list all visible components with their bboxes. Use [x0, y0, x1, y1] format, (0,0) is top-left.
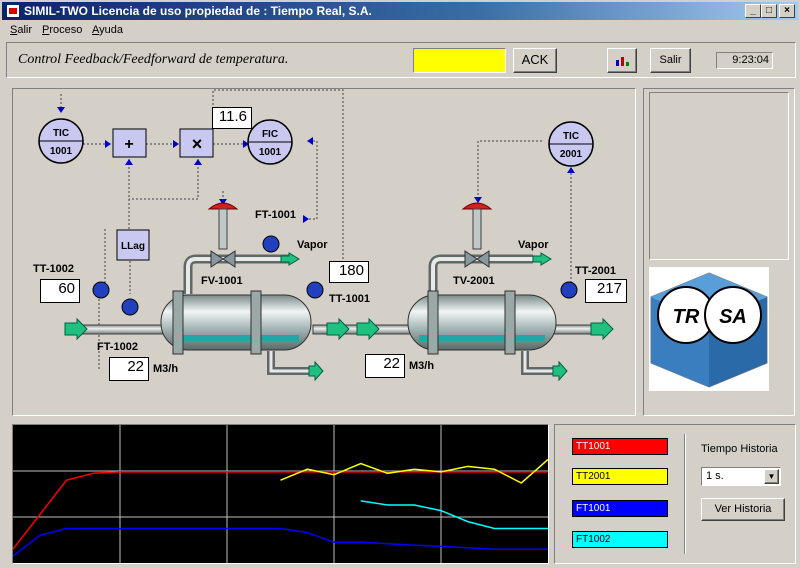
sensor-tt1001[interactable]: [306, 281, 324, 299]
ver-historia-button[interactable]: Ver Historia: [701, 498, 785, 521]
page-title: Control Feedback/Feedforward de temperat…: [18, 52, 289, 67]
salir-button[interactable]: Salir: [650, 48, 691, 73]
legend-panel: [554, 424, 796, 564]
tt1001-label: TT-1001: [329, 293, 370, 305]
ft1002-value: 22: [109, 357, 149, 381]
tt1002-label: TT-1002: [33, 263, 74, 275]
tic-2001-bottom: 2001: [560, 149, 583, 160]
tv2001-label: TV-2001: [453, 275, 495, 287]
vapor-label-2: Vapor: [518, 239, 549, 251]
sensor-ft1001[interactable]: [262, 235, 280, 253]
legend-item-tt2001[interactable]: TT2001: [572, 468, 668, 485]
app-icon[interactable]: [6, 4, 20, 18]
svg-text:×: ×: [192, 134, 203, 154]
outlet-arrow: [590, 317, 614, 341]
tt1001-value: 180: [329, 261, 369, 283]
menu-bar: Salir Proceso Ayuda: [2, 21, 798, 39]
series-tt2001: [280, 458, 548, 484]
title-bar[interactable]: SIMIL-TWO Licencia de uso propiedad de :…: [2, 2, 798, 20]
series-tt1001: [13, 471, 548, 550]
heat-exchanger-2: [407, 290, 557, 355]
ft1002-unit: M3/h: [153, 363, 179, 375]
window-title: SIMIL-TWO Licencia de uso propiedad de :…: [24, 4, 372, 18]
logo-left: TR: [673, 306, 700, 328]
trend-chart: [12, 424, 549, 564]
logo-svg: TR SA: [650, 272, 768, 388]
tic-1001-bottom: 1001: [50, 146, 73, 157]
legend-item-ft1002[interactable]: FT1002: [572, 531, 668, 548]
fic-1001-controller[interactable]: FIC 1001: [247, 119, 293, 165]
history-select-value: 1 s.: [706, 470, 724, 482]
heat-exchanger-1: [160, 290, 312, 355]
legend-item-ft1001[interactable]: FT1001: [572, 500, 668, 517]
trend-svg: [13, 425, 548, 563]
logo-right: SA: [719, 306, 747, 328]
llag-block: LLag: [116, 229, 150, 261]
chevron-down-icon[interactable]: ▼: [764, 469, 779, 484]
svg-text:LLag: LLag: [121, 241, 145, 252]
multiplier-value: 11.6: [212, 107, 252, 129]
ft1002-label: FT-1002: [97, 341, 138, 353]
sensor-tt2001[interactable]: [560, 281, 578, 299]
close-icon[interactable]: ×: [779, 4, 795, 18]
inlet-arrow: [64, 317, 88, 341]
multiply-block: ×: [179, 128, 214, 158]
flow2-value: 22: [365, 354, 405, 378]
menu-salir[interactable]: Salir: [10, 24, 33, 36]
process-diagram: TIC 1001 FIC 1001 TIC 2001 +: [12, 88, 636, 416]
maximize-icon[interactable]: □: [761, 4, 777, 18]
tt1002-value: 60: [40, 279, 80, 303]
menu-proceso[interactable]: Proceso: [42, 24, 83, 36]
tic-1001-controller[interactable]: TIC 1001: [38, 118, 84, 164]
valve-tv-2001[interactable]: [461, 202, 493, 268]
sensor-tt1002[interactable]: [92, 281, 110, 299]
info-panel: [649, 92, 789, 260]
clock-display: 9:23:04: [716, 52, 773, 69]
tt2001-value: 217: [585, 279, 627, 303]
chart-icon: [614, 54, 630, 66]
valve-fv-1001[interactable]: [207, 202, 239, 268]
series-ft1002: [360, 500, 548, 530]
svg-text:+: +: [124, 136, 133, 153]
fv1001-label: FV-1001: [201, 275, 243, 287]
process-svg: TIC 1001 FIC 1001 TIC 2001 +: [38, 89, 614, 382]
chart-button[interactable]: [607, 48, 637, 73]
fic-1001-bottom: 1001: [259, 147, 282, 158]
flow2-unit: M3/h: [409, 360, 435, 372]
series-ft1001: [13, 527, 548, 557]
alarm-indicator: [413, 48, 506, 73]
sum-block: +: [112, 128, 147, 158]
trsa-logo: TR SA: [649, 267, 769, 391]
ft1001-label: FT-1001: [255, 209, 296, 221]
tic-2001-top: TIC: [563, 131, 579, 142]
legend-divider: [684, 434, 686, 554]
legend-item-tt1001[interactable]: TT1001: [572, 438, 668, 455]
fic-1001-top: FIC: [262, 129, 278, 140]
minimize-icon[interactable]: _: [745, 4, 761, 18]
tt2001-label: TT-2001: [575, 265, 616, 277]
sensor-ft1002[interactable]: [121, 298, 139, 316]
side-panel: [643, 88, 795, 416]
tic-1001-top: TIC: [53, 128, 69, 139]
vapor-label-1: Vapor: [297, 239, 328, 251]
menu-ayuda[interactable]: Ayuda: [92, 24, 123, 36]
toolbar: [6, 42, 796, 78]
ack-button[interactable]: ACK: [513, 48, 557, 73]
tic-2001-controller[interactable]: TIC 2001: [548, 121, 594, 167]
history-select[interactable]: 1 s. ▼: [701, 467, 781, 486]
history-title: Tiempo Historia: [701, 443, 778, 455]
